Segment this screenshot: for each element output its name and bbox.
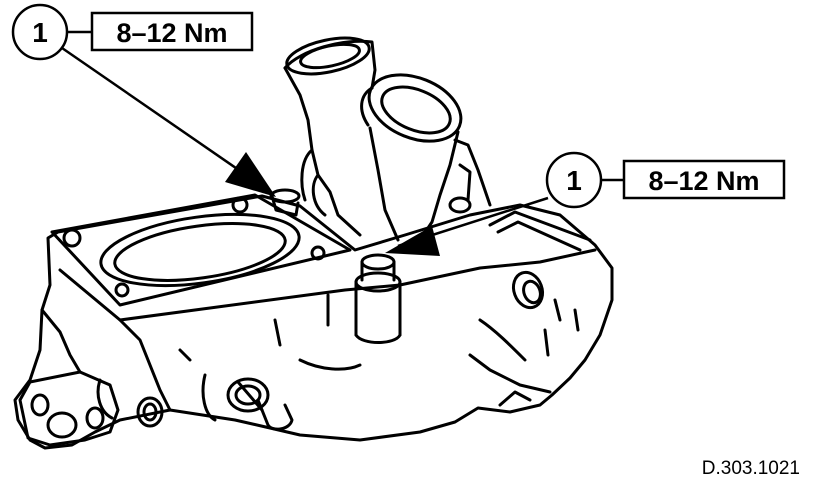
torque-value: 8–12 Nm [116, 18, 227, 48]
torque-box [622, 159, 786, 200]
thermostat-housing-drawing [13, 36, 614, 450]
arrow-head-left [225, 152, 276, 197]
outlet-opening [367, 73, 463, 143]
torque-box [90, 11, 254, 52]
torque-value: 8–12 Nm [648, 166, 759, 196]
leader-line-left [61, 46, 263, 188]
left-flange [50, 193, 352, 307]
arrow-head-right [385, 226, 440, 256]
housing-body-outline [13, 194, 614, 450]
end-flange [18, 308, 120, 447]
left-port-opening [99, 212, 301, 288]
callout-number: 1 [566, 165, 582, 196]
flange-bolt-hole [62, 228, 82, 248]
bolt-left [269, 188, 301, 217]
right-chamber [468, 210, 592, 407]
flange-bolt-hole [231, 196, 249, 214]
callout-left: 1 8–12 Nm [11, 3, 254, 61]
callout-number: 1 [32, 17, 48, 48]
figure-reference-code: D.303.1021 [702, 458, 800, 479]
sender-boss [326, 253, 402, 344]
upper-outlet-tubes [283, 36, 492, 242]
drain-plug [256, 398, 294, 431]
lower-ports [96, 318, 362, 431]
flange-bolt-hole [114, 282, 130, 298]
flange-bolt-hole [310, 245, 326, 261]
callout-right: 1 8–12 Nm [545, 151, 786, 209]
